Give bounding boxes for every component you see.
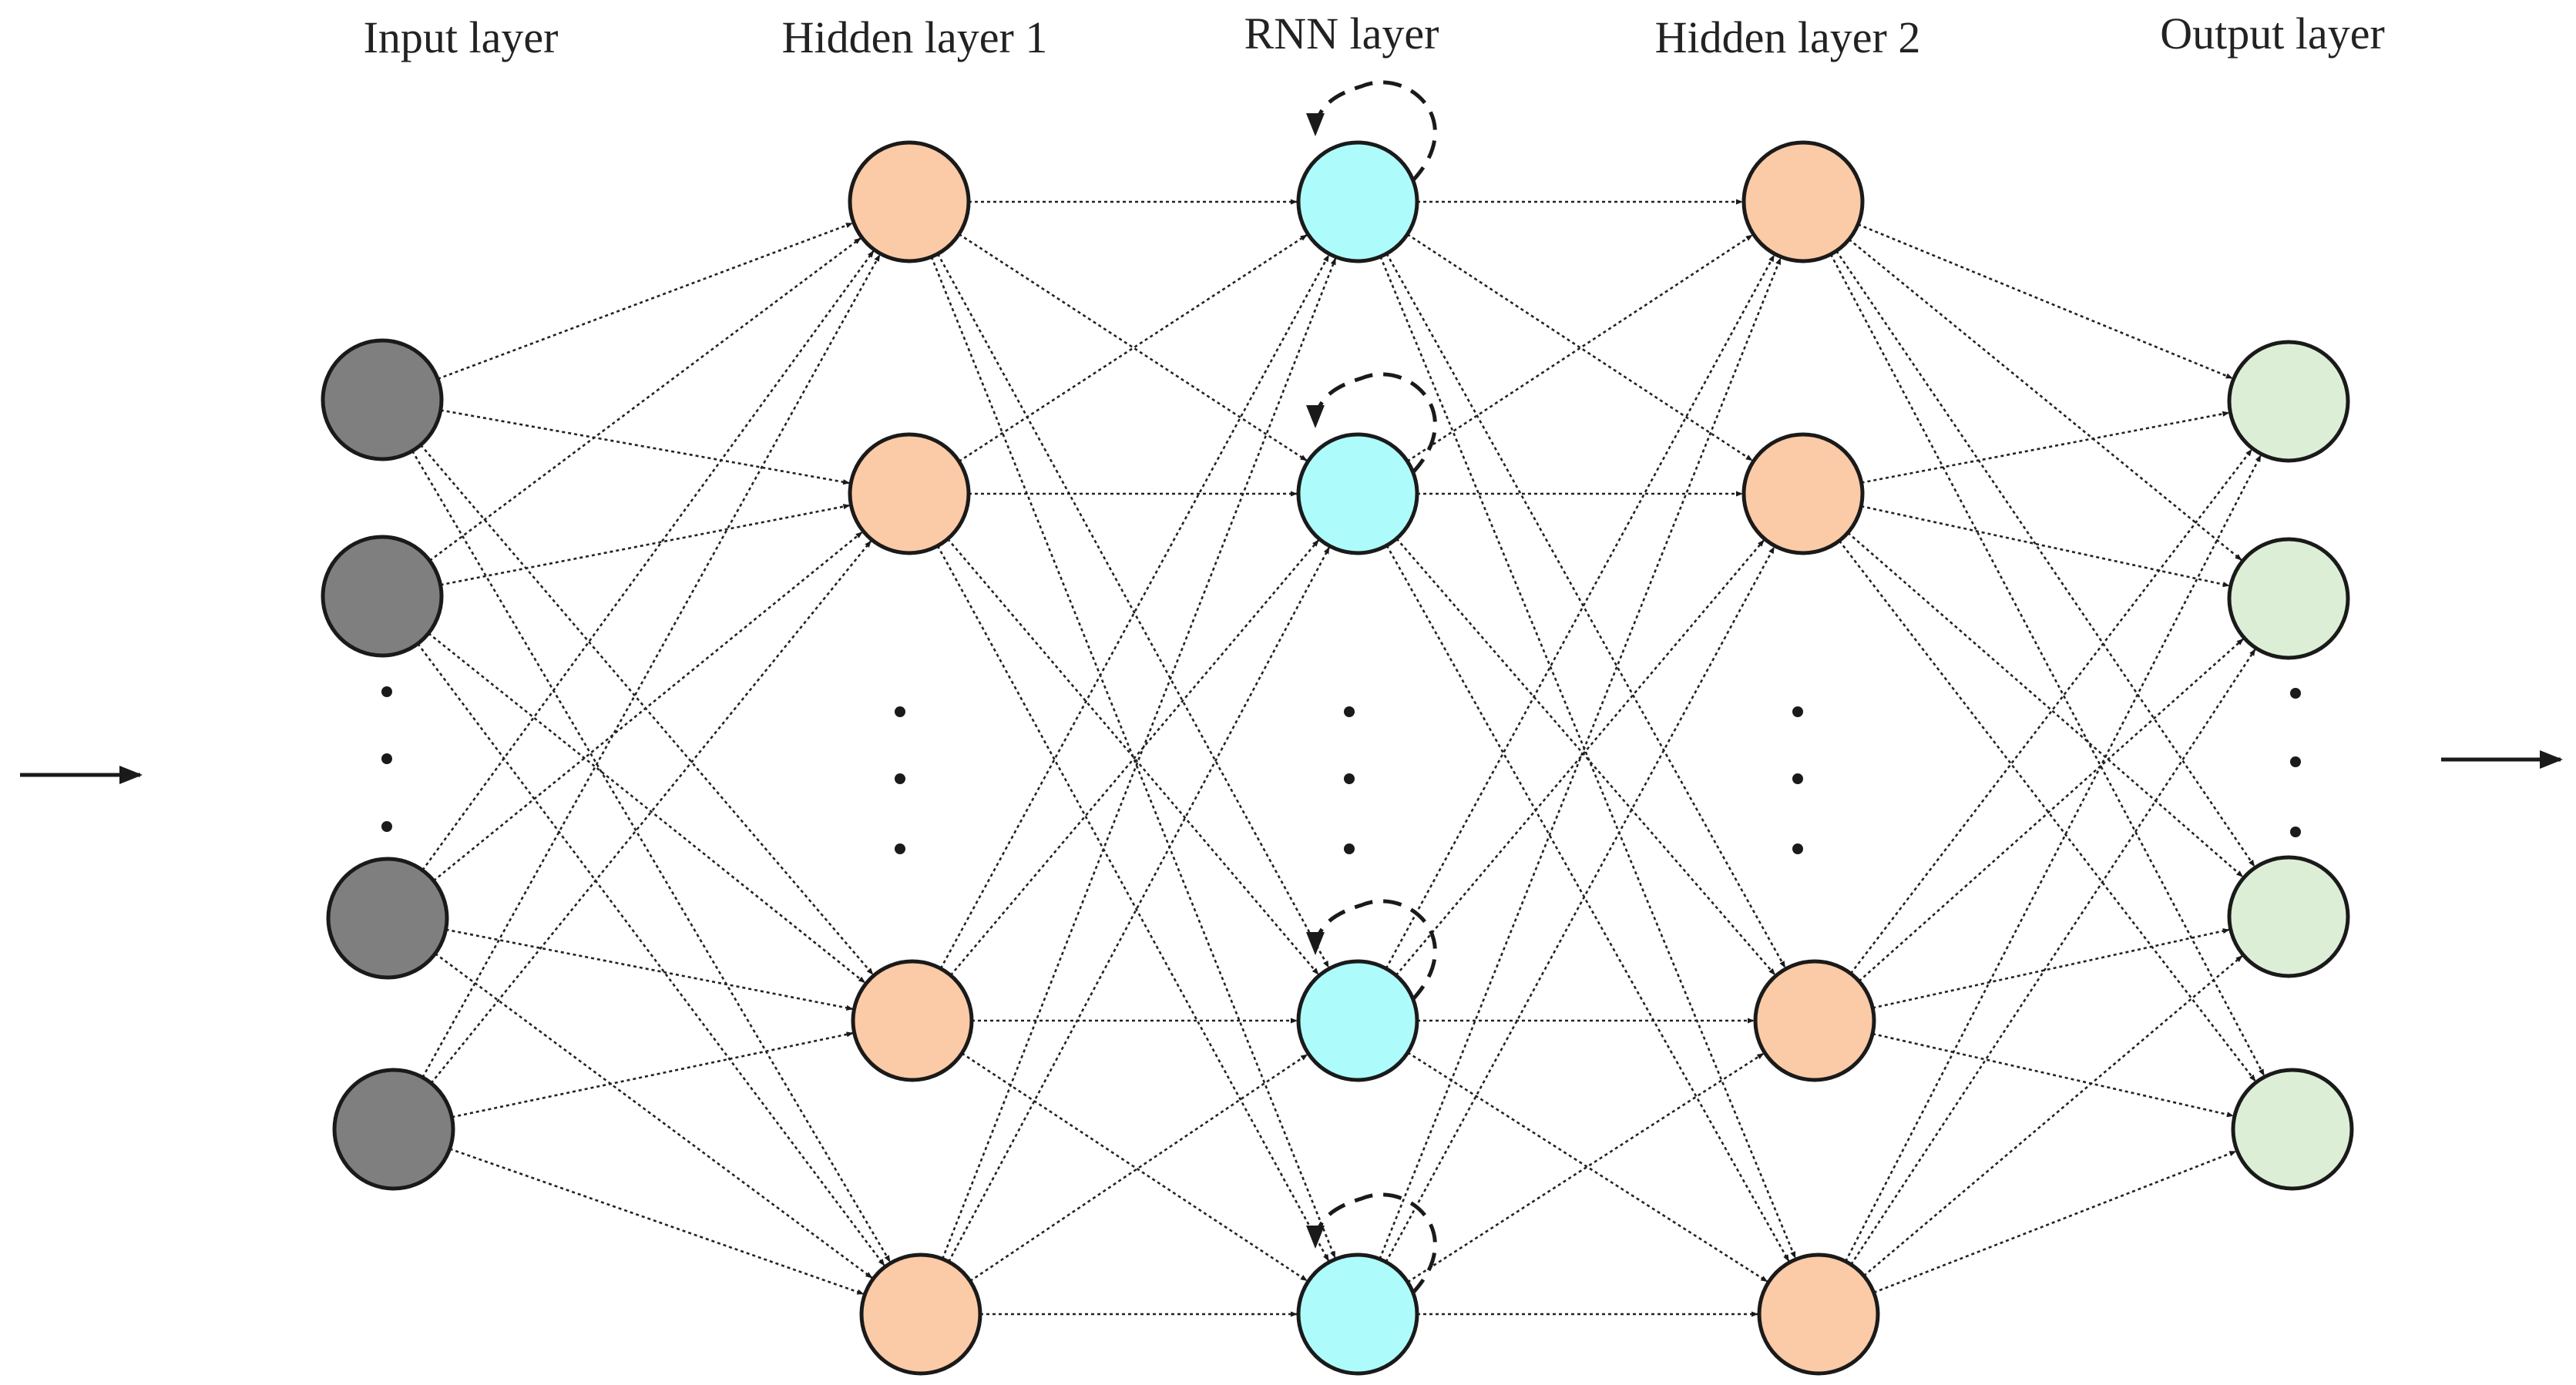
connection-rnn-1-to-hidden2-0 — [1406, 234, 1753, 462]
connection-hidden2-1-to-output-1 — [1861, 505, 2230, 588]
connection-hidden1-0-to-rnn-3 — [930, 256, 1336, 1259]
connection-hidden2-3-to-output-0 — [1845, 454, 2262, 1263]
hidden2-ellipsis-dot-2 — [1792, 773, 1803, 784]
connection-rnn-3-to-hidden2-1 — [1385, 546, 1775, 1263]
connection-hidden2-3-to-output-3 — [1873, 1150, 2237, 1294]
connection-input-0-to-hidden1-1 — [440, 409, 851, 485]
connection-hidden1-1-to-rnn-2 — [946, 538, 1319, 975]
connection-hidden2-1-to-output-0 — [1861, 411, 2230, 484]
hidden1-neuron-2 — [848, 432, 971, 555]
rnn-neuron-2 — [1296, 432, 1419, 555]
hidden2-neuron-2 — [1741, 432, 1865, 555]
connection-hidden2-2-to-output-0 — [1849, 448, 2253, 974]
layer-ellipses — [381, 686, 2301, 854]
connection-rnn-2-to-hidden2-0 — [1385, 254, 1775, 970]
rnn-ellipsis-dot-1 — [1344, 706, 1355, 717]
connection-hidden2-0-to-output-3 — [1829, 253, 2265, 1076]
connection-rnn-0-to-hidden2-3 — [1379, 256, 1797, 1259]
hidden1-ellipsis-dot-3 — [895, 843, 905, 854]
rnn-neuron-3 — [1296, 959, 1419, 1082]
connection-hidden2-0-to-output-1 — [1848, 238, 2242, 562]
hidden2-ellipsis-dot-3 — [1792, 843, 1803, 854]
connection-input-1-to-hidden1-0 — [428, 237, 861, 562]
connection-hidden2-3-to-output-2 — [1862, 955, 2243, 1277]
connection-hidden1-2-to-rnn-1 — [949, 539, 1319, 977]
connection-rnn-0-to-hidden2-1 — [1406, 233, 1753, 461]
output-neuron-3 — [2227, 855, 2350, 978]
connection-rnn-3-to-hidden2-0 — [1379, 257, 1782, 1259]
connection-input-0-to-hidden1-0 — [437, 222, 853, 381]
input-ellipsis-dot-3 — [381, 821, 392, 832]
connection-input-2-to-hidden1-3 — [435, 952, 873, 1279]
connection-hidden2-1-to-output-3 — [1838, 540, 2256, 1082]
hidden1-ellipsis-dot-2 — [895, 773, 905, 784]
connection-hidden1-1-to-rnn-3 — [936, 545, 1330, 1262]
connection-input-3-to-hidden1-1 — [430, 540, 872, 1085]
hidden-layer-2-title: Hidden layer 2 — [1655, 12, 1921, 62]
connection-input-1-to-hidden1-3 — [417, 642, 885, 1266]
input-neuron-4 — [332, 1068, 455, 1191]
connection-input-1-to-hidden1-2 — [428, 632, 866, 984]
output-neuron-4 — [2231, 1068, 2354, 1191]
input-ellipsis-dot-2 — [381, 753, 392, 764]
connection-input-3-to-hidden1-3 — [449, 1148, 865, 1296]
connection-input-3-to-hidden1-0 — [421, 254, 881, 1078]
connection-hidden2-0-to-output-2 — [1835, 250, 2255, 867]
rnn-neuron-1 — [1296, 140, 1419, 263]
connection-input-2-to-hidden1-2 — [445, 928, 854, 1011]
connection-rnn-1-to-hidden2-3 — [1385, 545, 1790, 1262]
connection-rnn-0-to-hidden2-2 — [1385, 253, 1786, 968]
output-ellipsis-dot-2 — [2290, 756, 2301, 767]
output-ellipsis-dot-1 — [2290, 688, 2301, 699]
connection-hidden2-2-to-output-1 — [1858, 638, 2244, 982]
output-ellipsis-dot-3 — [2290, 827, 2301, 837]
hidden1-neuron-3 — [851, 959, 974, 1082]
connection-hidden1-0-to-rnn-2 — [936, 253, 1330, 968]
output-layer-title: Output layer — [2160, 8, 2385, 59]
connection-hidden2-2-to-output-2 — [1872, 928, 2230, 1009]
output-neuron-1 — [2227, 340, 2350, 463]
connection-hidden1-3-to-rnn-0 — [941, 257, 1337, 1259]
connection-input-0-to-hidden1-3 — [411, 450, 892, 1263]
output-neuron-2 — [2227, 537, 2350, 660]
hidden2-ellipsis-dot-1 — [1792, 706, 1803, 717]
connection-rnn-1-to-hidden2-2 — [1395, 538, 1776, 976]
connection-hidden2-1-to-output-2 — [1847, 532, 2244, 878]
hidden-layer-1-title: Hidden layer 1 — [782, 12, 1048, 62]
connection-hidden2-3-to-output-1 — [1850, 649, 2256, 1266]
connections — [411, 199, 2265, 1317]
connection-input-0-to-hidden1-2 — [420, 444, 874, 975]
rnn-neuron-4 — [1296, 1253, 1419, 1376]
hidden1-neuron-1 — [848, 140, 971, 263]
input-ellipsis-dot-1 — [381, 686, 392, 697]
rnn-ellipsis-dot-2 — [1344, 773, 1355, 784]
connection-hidden1-3-to-rnn-1 — [948, 546, 1331, 1263]
connection-rnn-3-to-hidden2-2 — [1407, 1052, 1765, 1283]
rnn-ellipsis-dot-3 — [1344, 843, 1355, 854]
connection-input-2-to-hidden1-0 — [421, 250, 875, 871]
connection-input-1-to-hidden1-1 — [440, 504, 851, 586]
rnn-layer-title: RNN layer — [1244, 8, 1439, 59]
hidden1-ellipsis-dot-1 — [895, 706, 905, 717]
connection-hidden2-0-to-output-0 — [1857, 223, 2233, 380]
input-neuron-3 — [326, 857, 449, 980]
hidden1-neuron-4 — [859, 1253, 982, 1376]
hidden2-neuron-4 — [1757, 1253, 1880, 1376]
connection-hidden1-1-to-rnn-0 — [958, 234, 1308, 463]
input-layer-title: Input layer — [364, 12, 559, 62]
hidden2-neuron-3 — [1753, 959, 1876, 1082]
connection-hidden1-0-to-rnn-1 — [958, 233, 1308, 461]
hidden2-neuron-1 — [1741, 140, 1865, 263]
connection-hidden2-2-to-output-3 — [1872, 1032, 2234, 1118]
input-neuron-1 — [321, 338, 444, 461]
connection-input-2-to-hidden1-1 — [432, 531, 863, 882]
connection-rnn-2-to-hidden2-1 — [1395, 539, 1765, 977]
input-neuron-2 — [321, 535, 444, 658]
neurons — [321, 140, 2354, 1376]
connection-input-3-to-hidden1-2 — [452, 1031, 854, 1118]
layer-titles: Input layer Hidden layer 1 RNN layer Hid… — [364, 8, 2385, 62]
connection-hidden1-2-to-rnn-3 — [961, 1052, 1308, 1282]
